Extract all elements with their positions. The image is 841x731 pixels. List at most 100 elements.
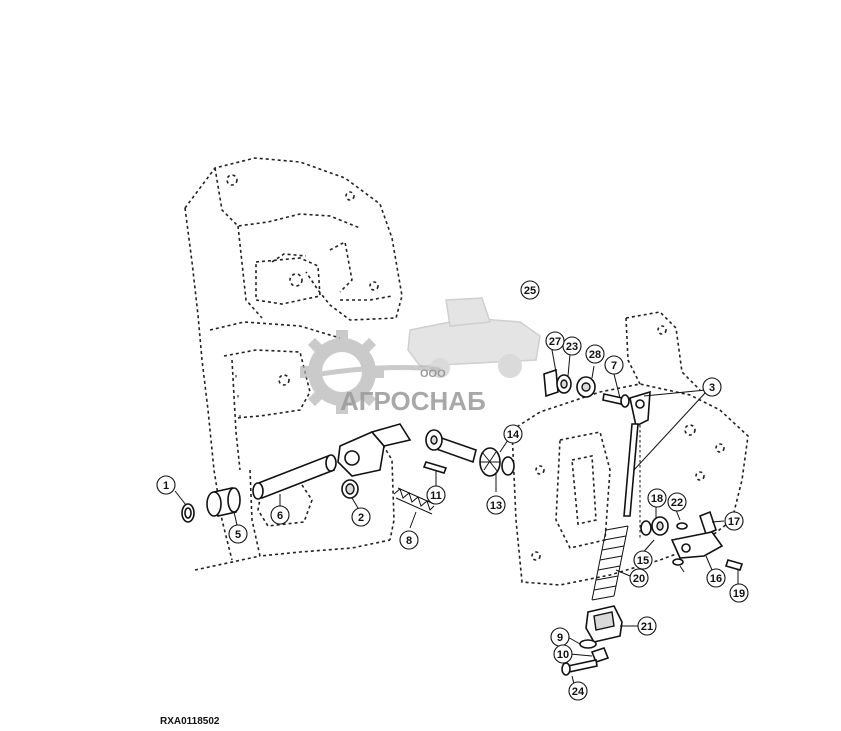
callout-number: 18: [651, 493, 663, 505]
lever-bracket: [337, 423, 412, 477]
callout-number: 3: [709, 382, 715, 394]
callout-circle: [156, 475, 176, 495]
bushing-part-2: [341, 479, 359, 499]
callout-number: 10: [557, 649, 569, 661]
callout-24: 24: [568, 681, 588, 701]
callout-number: 25: [524, 285, 536, 297]
callout-number: 20: [633, 573, 645, 585]
callout-number: 27: [549, 336, 561, 348]
callout-number: 17: [728, 516, 740, 528]
callout-circle: [604, 355, 624, 375]
bushing-part-5: [206, 487, 241, 517]
callout-number: 19: [733, 588, 745, 600]
o-ring-part-1: [181, 503, 195, 523]
bushing-part-23: [556, 374, 572, 394]
callout-number: 22: [671, 497, 683, 509]
callout-circle: [351, 507, 371, 527]
callout-circle: [486, 495, 506, 515]
callout-circle: [503, 424, 523, 444]
callout-23: 23: [562, 336, 582, 356]
callout-15: 15: [633, 550, 653, 570]
callout-number: 7: [611, 360, 617, 372]
callout-circle: [426, 485, 446, 505]
callout-number: 24: [572, 686, 585, 698]
callout-circle: [399, 530, 419, 550]
gear-part-13: [479, 447, 515, 477]
callout-number: 11: [430, 490, 442, 502]
shaft-part-6: [252, 454, 337, 500]
callout-number: 13: [490, 500, 502, 512]
callout-25: 25: [520, 280, 540, 300]
callout-10: 10: [553, 644, 573, 664]
pin-part-17: [699, 510, 717, 536]
callout-circle: [637, 616, 657, 636]
callout-22: 22: [667, 492, 687, 512]
callout-circle: [553, 644, 573, 664]
watermark-company-form: ООО: [420, 368, 446, 380]
washer-part-9: [579, 639, 597, 649]
callout-labels: 1235678910111314151617181920212223242527…: [156, 280, 749, 701]
watermark-gear-icon: [300, 330, 441, 414]
callout-2: 2: [351, 507, 371, 527]
callout-circle: [545, 331, 565, 351]
callout-circle: [706, 568, 726, 588]
callout-14: 14: [503, 424, 523, 444]
watermark-logo: ООО АГРОСНАБ: [300, 297, 541, 416]
leader-lines: [174, 349, 739, 685]
callout-16: 16: [706, 568, 726, 588]
callout-circle: [270, 505, 290, 525]
callout-circle: [702, 377, 722, 397]
control-rod-part-3: [623, 390, 651, 517]
callout-18: 18: [647, 488, 667, 508]
callout-number: 9: [557, 632, 563, 644]
callout-circle: [724, 511, 744, 531]
callout-number: 1: [163, 480, 169, 492]
roller-part-18: [640, 516, 669, 536]
pin-part-19: [724, 559, 744, 571]
pin-part-11: [422, 461, 448, 474]
washer-part-28: [576, 376, 596, 398]
diagram-caption: RXA0118502: [160, 716, 220, 727]
watermark-brand: АГРОСНАБ: [340, 386, 486, 416]
callout-circle: [647, 488, 667, 508]
callout-13: 13: [486, 495, 506, 515]
callout-28: 28: [585, 344, 605, 364]
callout-19: 19: [729, 583, 749, 603]
callout-circle: [520, 280, 540, 300]
callout-circle: [228, 524, 248, 544]
callout-number: 28: [589, 349, 601, 361]
callout-number: 15: [637, 555, 649, 567]
spring-part-20: [591, 525, 629, 601]
callout-1: 1: [156, 475, 176, 495]
callout-9: 9: [550, 627, 570, 647]
bolt-part-24: [561, 659, 598, 676]
watermark-harvester-icon: [407, 297, 541, 378]
callout-20: 20: [629, 568, 649, 588]
callout-circle: [667, 492, 687, 512]
callout-circle: [729, 583, 749, 603]
callout-21: 21: [637, 616, 657, 636]
callout-number: 2: [358, 512, 364, 524]
callout-5: 5: [228, 524, 248, 544]
callout-8: 8: [399, 530, 419, 550]
callout-6: 6: [270, 505, 290, 525]
bolt-part-7: [602, 393, 630, 408]
valve-stem-part-14: [425, 429, 477, 464]
callout-11: 11: [426, 485, 446, 505]
callout-circle: [585, 344, 605, 364]
callout-number: 21: [641, 621, 653, 633]
callout-number: 8: [406, 535, 412, 547]
callout-circle: [629, 568, 649, 588]
callout-17: 17: [724, 511, 744, 531]
callout-number: 16: [710, 573, 722, 585]
spring-part-8: [393, 487, 435, 515]
callout-circle: [568, 681, 588, 701]
callout-27: 27: [545, 331, 565, 351]
callout-number: 6: [277, 510, 283, 522]
callout-3: 3: [702, 377, 722, 397]
callout-number: 23: [566, 341, 578, 353]
lever-part-16: [670, 531, 724, 559]
washer-part-22: [672, 522, 688, 566]
nut-part-10: [590, 647, 610, 663]
